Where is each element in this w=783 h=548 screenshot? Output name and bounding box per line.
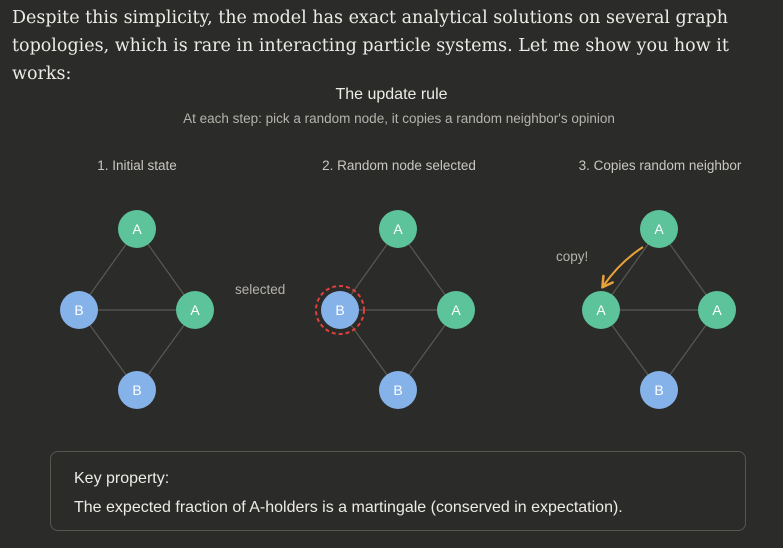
node-circle — [118, 210, 156, 248]
node-opinion-label: A — [654, 221, 664, 237]
node-circle — [60, 291, 98, 329]
panel-3-label: 3. Copies random neighbor — [578, 158, 742, 173]
selected-annotation: selected — [235, 282, 286, 297]
node-opinion-label: A — [596, 302, 606, 318]
key-property-box: Key property: The expected fraction of A… — [50, 451, 746, 531]
node-opinion-label: A — [451, 302, 461, 318]
node-opinion-label: B — [393, 382, 402, 398]
panel-2-label: 2. Random node selected — [322, 158, 476, 173]
edges-layer — [78, 228, 718, 391]
node-circle — [176, 291, 214, 329]
graph-node-top: A — [640, 210, 678, 248]
node-opinion-label: B — [654, 382, 663, 398]
node-opinion-label: A — [190, 302, 200, 318]
node-circle — [582, 291, 620, 329]
figure-subtitle: At each step: pick a random node, it cop… — [183, 111, 615, 126]
node-circle — [321, 291, 359, 329]
node-circle — [437, 291, 475, 329]
figure-title: The update rule — [335, 86, 448, 103]
node-opinion-label: A — [132, 221, 142, 237]
intro-paragraph: Despite this simplicity, the model has e… — [12, 8, 729, 84]
node-circle — [640, 371, 678, 409]
node-circle — [640, 210, 678, 248]
graph-node-left: A — [582, 291, 620, 329]
graph-node-right: A — [176, 291, 214, 329]
graph-node-left: B — [315, 285, 365, 335]
graph-node-left: B — [60, 291, 98, 329]
key-property-title: Key property: — [74, 470, 170, 487]
nodes-layer: A B A B A B A B A A A B — [60, 210, 736, 409]
graph-node-bottom: B — [379, 371, 417, 409]
graph-node-right: A — [437, 291, 475, 329]
node-opinion-label: B — [132, 382, 141, 398]
panel-1-label: 1. Initial state — [97, 158, 177, 173]
node-opinion-label: B — [335, 302, 344, 318]
node-opinion-label: A — [712, 302, 722, 318]
graph-node-right: A — [698, 291, 736, 329]
node-opinion-label: A — [393, 221, 403, 237]
graph-node-top: A — [118, 210, 156, 248]
node-circle — [118, 371, 156, 409]
copy-annotation: copy! — [556, 249, 589, 264]
graph-node-top: A — [379, 210, 417, 248]
graph-node-bottom: B — [640, 371, 678, 409]
selected-ring — [315, 285, 365, 335]
node-circle — [379, 371, 417, 409]
node-circle — [379, 210, 417, 248]
graph-node-bottom: B — [118, 371, 156, 409]
copy-arrow — [601, 246, 644, 289]
node-circle — [698, 291, 736, 329]
node-opinion-label: B — [74, 302, 83, 318]
key-property-body: The expected fraction of A-holders is a … — [74, 499, 623, 516]
